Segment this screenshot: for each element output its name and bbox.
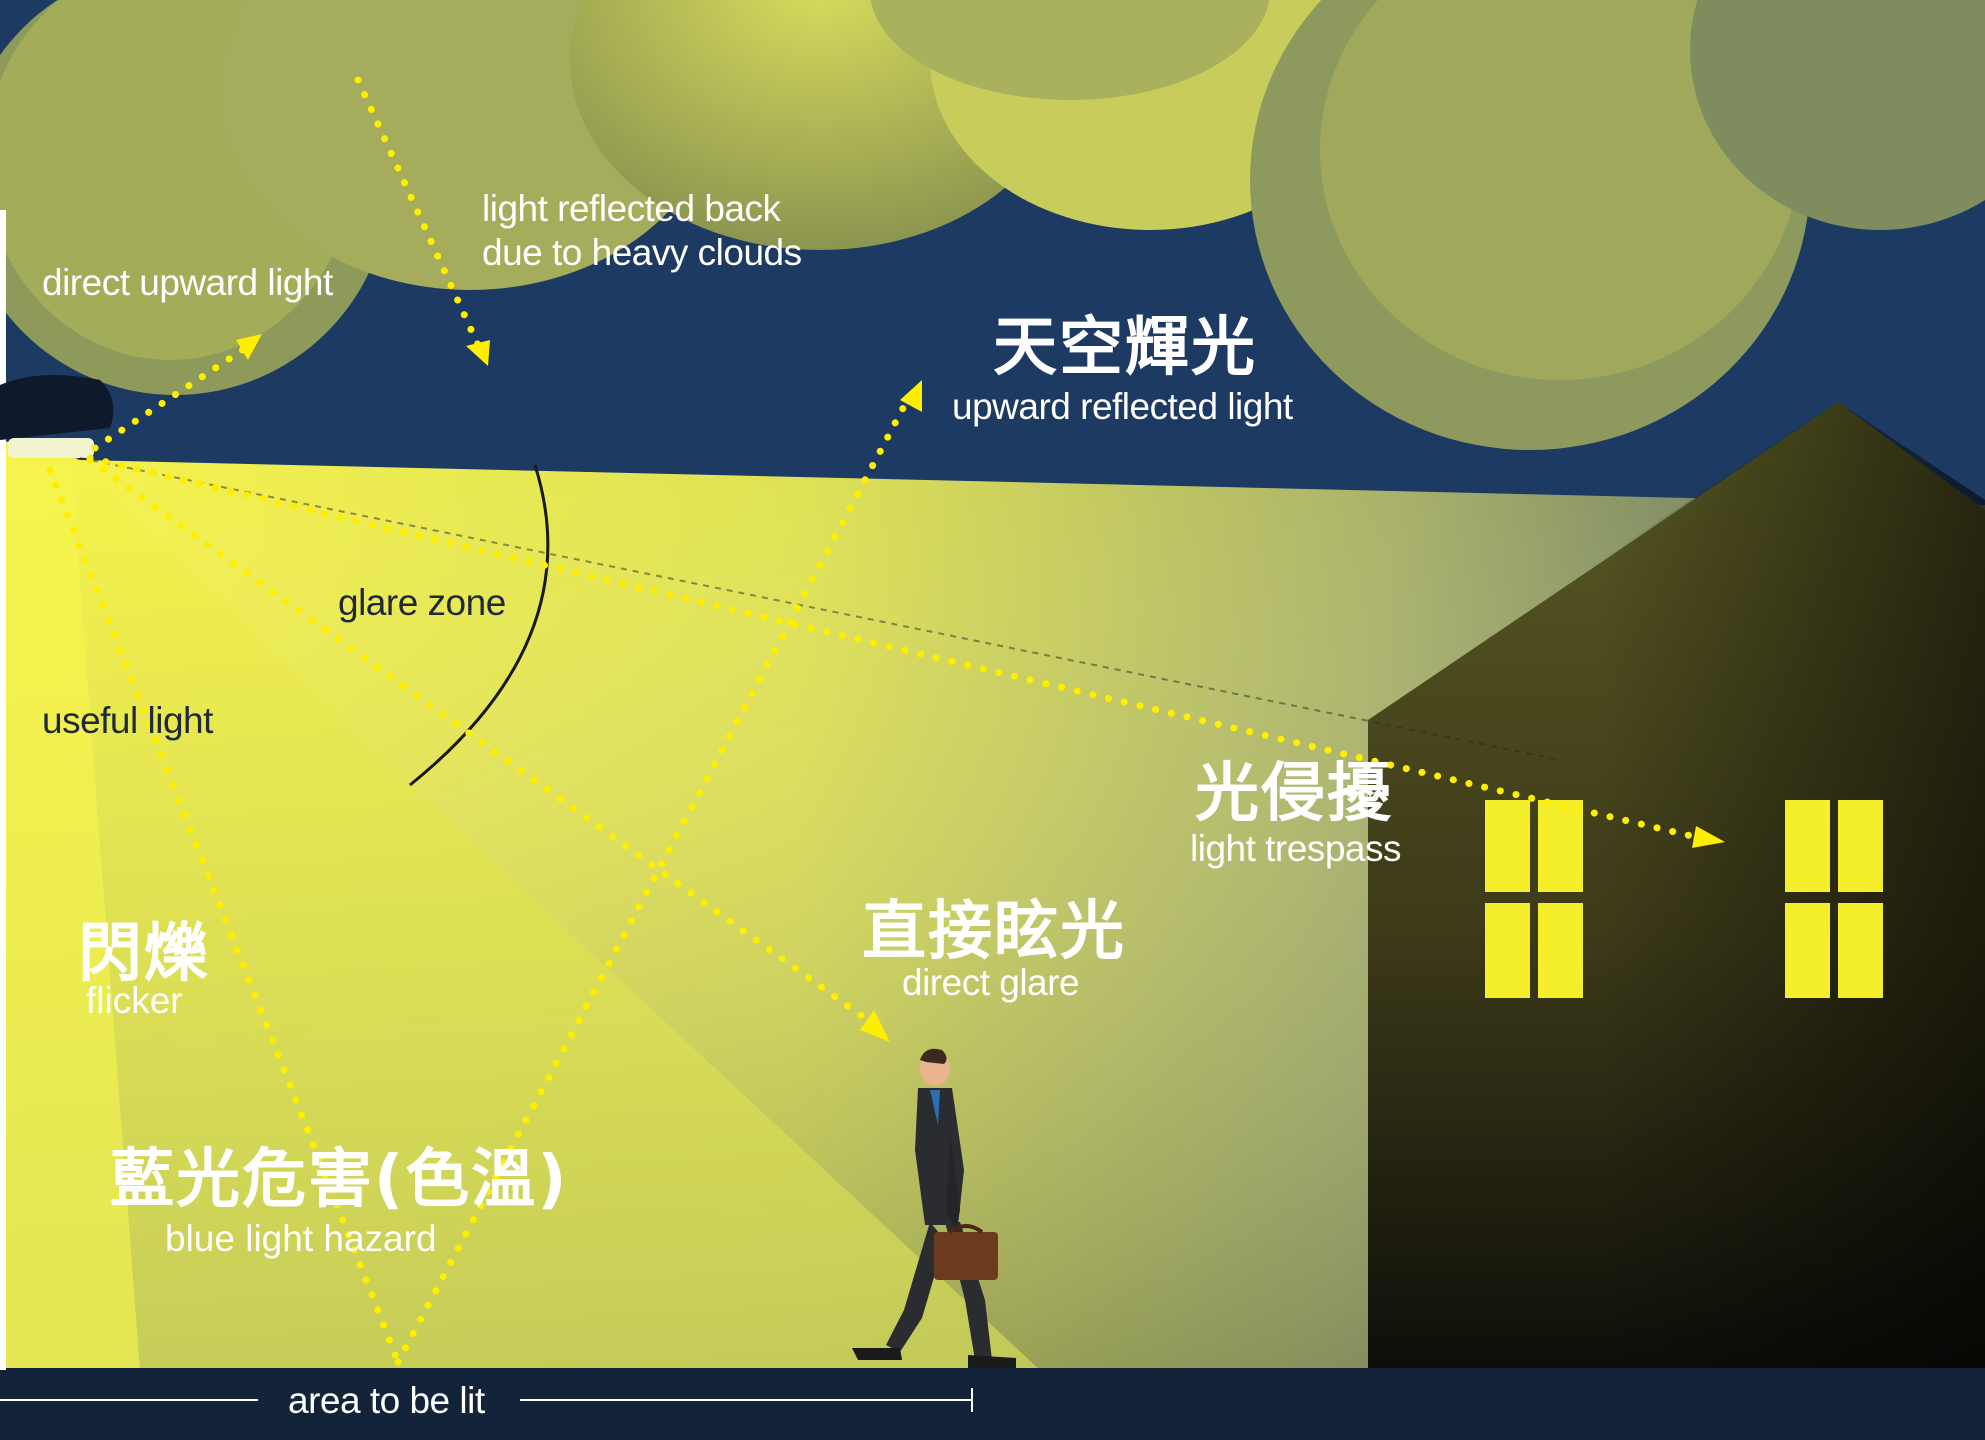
ray-useful-down [46,466,402,1366]
ray-direct-glare [86,456,874,1026]
light-rays [46,76,1704,1366]
useful-light-label: useful light [42,700,213,741]
light-trespass-en-label: light trespass [1190,828,1402,869]
ray-reflected-clouds [354,76,482,349]
house-window-left [1485,800,1583,998]
ground [0,1368,1985,1440]
house-window-right [1785,800,1883,998]
blue-light-hazard-zh-label: 藍光危害(色溫) [110,1143,569,1217]
arrowhead-upward-reflected [900,380,922,412]
direct-glare-en-label: direct glare [902,962,1080,1003]
ray-direct-upward [91,341,254,452]
glare-zone-arc [409,464,550,787]
house-icon [1368,402,1985,1370]
flicker-en-label: flicker [86,980,183,1021]
arrowhead-glare [860,1010,890,1042]
ray-upward-reflected [394,391,914,1366]
glare-zone-label: glare zone [338,582,506,623]
arrowhead-trespass [1692,826,1725,848]
direct-upward-light-label: direct upward light [42,262,333,303]
flicker-zh-label: 閃爍 [78,917,210,991]
arrowhead-direct-upward [236,334,262,360]
direct-glare-zh-label: 直接眩光 [862,895,1126,969]
skyglow-en-label: upward reflected light [952,386,1293,427]
street-lamp-icon [0,210,114,1370]
heavy-clouds [0,0,1985,450]
light-trespass-zh-label: 光侵擾 [1195,757,1393,831]
walking-man-icon [852,1048,1016,1368]
reflected-clouds-label-line1: light reflected back [482,188,781,229]
blue-light-hazard-en-label: blue light hazard [165,1218,437,1259]
area-to-be-lit-ruler [0,1388,973,1412]
reflected-clouds-label-line2: due to heavy clouds [482,232,802,273]
area-to-be-lit-label: area to be lit [288,1380,485,1421]
ray-light-trespass [86,454,1704,842]
arrowhead-reflected-clouds [466,340,490,366]
skyglow-zh-label: 天空輝光 [993,311,1257,385]
arrow-heads [236,334,1725,1042]
